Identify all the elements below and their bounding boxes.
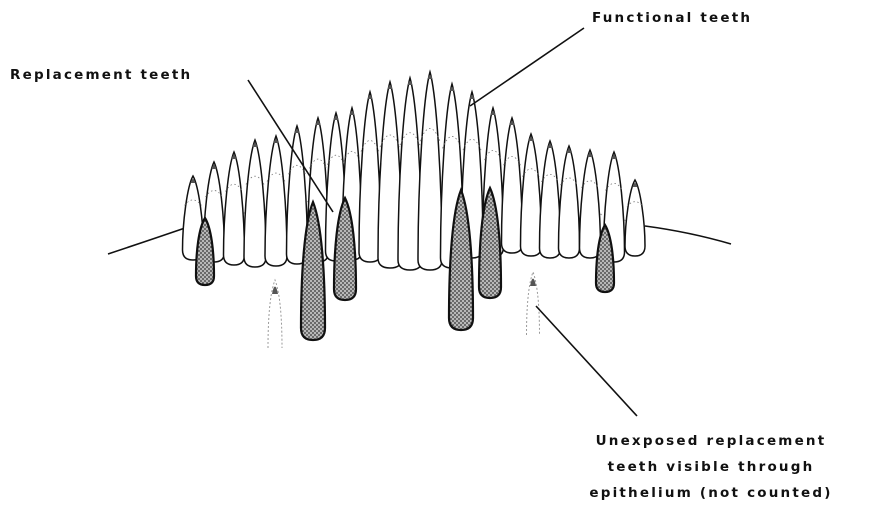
- label-unexposed-line-2: teeth visible through: [552, 454, 870, 480]
- functional-teeth-row: [183, 72, 646, 270]
- functional-tooth: [540, 141, 561, 258]
- label-functional-teeth: Functional teeth: [592, 10, 752, 26]
- functional-tooth: [502, 118, 523, 253]
- tooth-tip: [450, 87, 455, 91]
- tooth-tip: [470, 95, 475, 99]
- functional-tooth: [244, 140, 266, 267]
- functional-tooth: [224, 152, 245, 265]
- tooth-tip: [368, 95, 373, 99]
- label-unexposed-line-1: Unexposed replacement: [552, 428, 870, 454]
- tooth-tip: [408, 81, 413, 85]
- functional-tooth: [521, 134, 542, 256]
- functional-tooth: [559, 146, 580, 258]
- label-unexposed-line-3: epithelium (not counted): [552, 480, 870, 506]
- tooth-tip: [350, 111, 355, 115]
- label-replacement-teeth: Replacement teeth: [10, 67, 192, 83]
- leader-line-unexposed: [536, 306, 637, 416]
- tooth-tip: [388, 85, 393, 89]
- functional-tooth: [418, 72, 442, 270]
- label-unexposed-replacement-teeth: Unexposed replacement teeth visible thro…: [552, 428, 870, 506]
- functional-tooth: [625, 180, 645, 256]
- leader-line-functional: [470, 28, 584, 106]
- jaw-line-left: [108, 228, 185, 254]
- tooth-tip: [428, 75, 433, 79]
- functional-tooth: [580, 150, 601, 258]
- unexposed-tooth-tip: [530, 279, 536, 287]
- jaw-line-right: [645, 226, 731, 244]
- functional-tooth: [265, 136, 287, 266]
